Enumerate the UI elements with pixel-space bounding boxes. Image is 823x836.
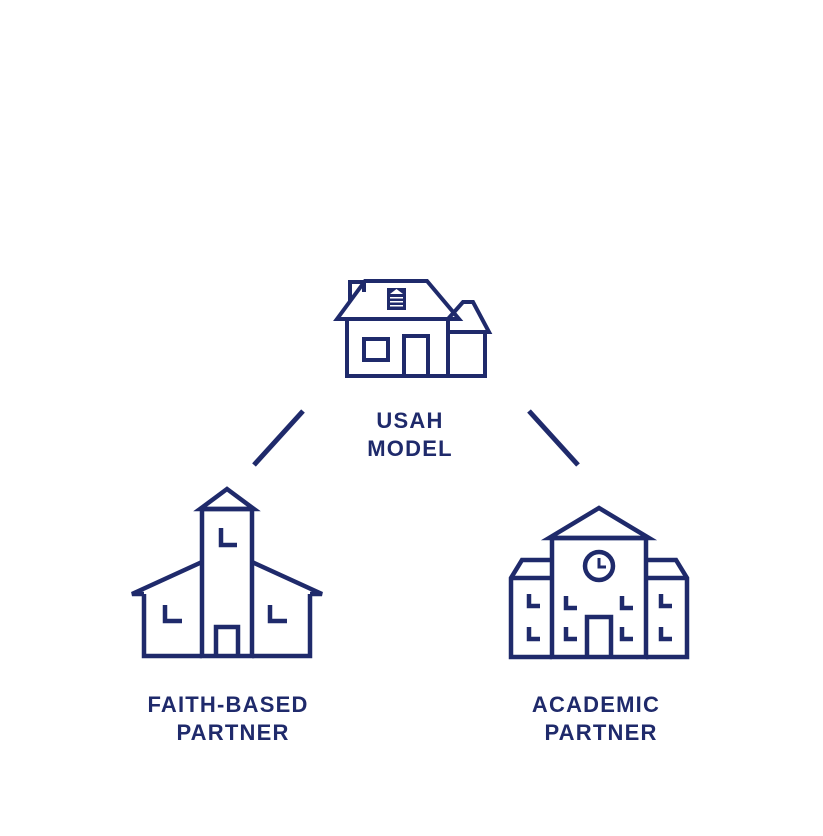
school-icon	[508, 505, 690, 660]
faith-based-partner-label: FAITH-BASED PARTNER	[118, 691, 338, 747]
academic-label-line2: PARTNER	[544, 720, 658, 745]
usah-model-label: USAH MODEL	[330, 407, 490, 463]
faith-label-line2: PARTNER	[176, 720, 290, 745]
house-badge-logo	[387, 288, 406, 310]
usah-label-line2: MODEL	[367, 436, 453, 461]
usah-label-line1: USAH	[376, 408, 444, 433]
house-icon	[333, 279, 493, 378]
connector-line-left	[252, 409, 305, 467]
academic-partner-label: ACADEMIC PARTNER	[486, 691, 706, 747]
faith-label-line1: FAITH-BASED	[147, 692, 309, 717]
academic-label-line1: ACADEMIC	[531, 692, 661, 717]
connector-line-right	[527, 409, 580, 467]
church-icon	[131, 486, 323, 659]
